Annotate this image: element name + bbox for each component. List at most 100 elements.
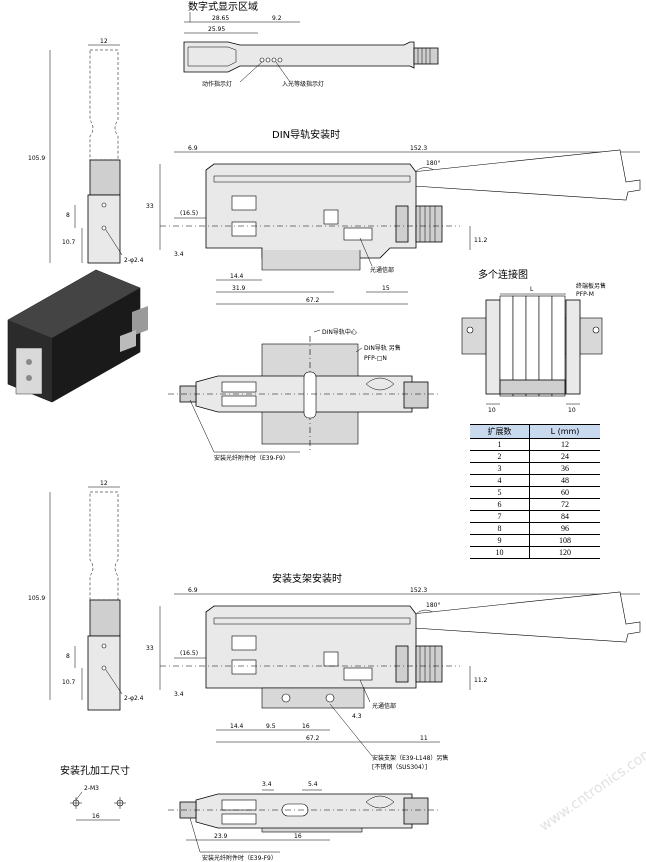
din-dim-152-3: 152.3: [410, 145, 427, 152]
label-fiber-attachment-din: 安装光纤附件时（E39-F9）: [214, 454, 289, 462]
table-header-count: 扩展数: [470, 424, 530, 439]
din-mount-front: DIN导轨安装时 6.9 152.3 180° 33 (16.5) 11.2 3…: [146, 128, 641, 305]
din-dim-11-2: 11.2: [474, 237, 488, 244]
bracket-cover-lid: [411, 591, 641, 643]
table-cell: 1: [470, 438, 530, 451]
din-fiber-connector: [415, 205, 443, 243]
dim-25-95: 25.95: [208, 26, 225, 33]
label-light-level-indicator: 入光等级指示灯: [282, 80, 324, 88]
bracket-dim-180deg: 180°: [426, 602, 440, 609]
bracket-dim-11-2: 11.2: [474, 677, 488, 684]
side2-dim-10-7: 10.7: [62, 679, 76, 686]
hole-dim-16: 16: [92, 813, 100, 820]
bracket-dim-3-4: 3.4: [174, 691, 184, 698]
table-cell: 36: [529, 462, 600, 475]
table-cell: 24: [529, 450, 600, 463]
dim-28-65: 28.65: [212, 15, 229, 22]
bracket-dim-152-3: 152.3: [410, 587, 427, 594]
table-cell: 12: [529, 438, 600, 451]
label-operation-indicator: 动作指示灯: [202, 80, 232, 88]
table-cell: 6: [470, 498, 530, 511]
watermark: www.cntronics.com: [537, 744, 646, 835]
label-pfp-n: PFP-□N: [364, 355, 387, 362]
din-bottom-view: DIN导轨中心 DIN导轨 另售 PFP-□N 安装光纤附件时（E39-F9）: [168, 328, 440, 462]
side-dim-105-9: 105.9: [28, 155, 45, 162]
top-view: 数字式显示区域 28.65 9.2 25.95 动作指示灯 入光等级指示灯: [183, 0, 439, 88]
side2-dim-12: 12: [100, 480, 108, 487]
multi-dim-10-right: 10: [568, 407, 576, 414]
din-mount-title: DIN导轨安装时: [272, 128, 340, 141]
bb-dim-5-4: 5.4: [308, 781, 318, 788]
side2-profile-dashed: [89, 491, 119, 601]
din-dim-33: 33: [146, 203, 154, 210]
bracket-fiber-connector: [415, 645, 443, 683]
table-cell: 60: [529, 486, 600, 499]
din-dim-6-9: 6.9: [188, 145, 198, 152]
hole-pattern-title: 安装孔加工尺寸: [60, 764, 130, 777]
bracket-dim-33: 33: [146, 645, 154, 652]
table-cell: 3: [470, 462, 530, 475]
bracket-dim-11: 11: [420, 735, 428, 742]
side-profile-dashed: [89, 49, 119, 161]
bracket-dim-14-4: 14.4: [230, 723, 244, 730]
din-dim-31-9: 31.9: [232, 285, 246, 292]
din-dim-14-4: 14.4: [230, 273, 244, 280]
top-view-title: 数字式显示区域: [188, 0, 258, 13]
bracket-bottom-view: 3.4 5.4 23.9 16 安装光纤附件时（E39-F9）: [168, 781, 440, 862]
label-stainless-steel: [不锈钢（SUS304）]: [372, 763, 427, 771]
table-cell: 4: [470, 474, 530, 487]
bracket-dim-67-2: 67.2: [306, 735, 320, 742]
bracket-dim-4-3: 4.3: [352, 713, 362, 720]
side-body-upper: [89, 159, 121, 196]
label-fiber-attachment-bracket: 安装光纤附件时（E39-F9）: [202, 854, 277, 862]
table-cell: 8: [470, 522, 530, 535]
label-din-rail-sold-sep: DIN导轨 另售: [364, 344, 401, 352]
label-mount-bracket-sold-sep: 安装支架（E39-L148）另售: [372, 754, 448, 762]
label-pfp-m: PFP-M: [576, 291, 594, 298]
side-dim-10-7: 10.7: [62, 239, 76, 246]
bracket-amplifier-body: [205, 605, 417, 689]
side-dim-8: 8: [66, 212, 70, 219]
amplifier-top-body: [183, 41, 415, 73]
din-dim-67-2: 67.2: [306, 297, 320, 304]
bracket-dim-16: 16: [302, 723, 310, 730]
din-dim-180deg: 180°: [426, 160, 440, 167]
din-dim-3-4: 3.4: [174, 251, 184, 258]
hole-dim-2-m3: 2-M3: [84, 785, 99, 792]
table-cell: 96: [529, 522, 600, 535]
side2-dim-105-9: 105.9: [28, 595, 45, 602]
side-dim-holes: 2-φ2.4: [124, 257, 144, 264]
table-cell: 10: [470, 546, 530, 559]
bracket-mount-title: 安装支架安装时: [272, 572, 342, 585]
bb-dim-3-4: 3.4: [262, 781, 272, 788]
bracket-dim-16-5: (16.5): [180, 650, 198, 657]
table-cell: 2: [470, 450, 530, 463]
label-end-plate: 终端板另售: [576, 282, 606, 290]
bb-dim-23-9: 23.9: [214, 833, 228, 840]
table-cell: 120: [529, 546, 600, 559]
table-cell: 9: [470, 534, 530, 547]
table-cell: 5: [470, 486, 530, 499]
din-dim-16-5: (16.5): [180, 210, 198, 217]
table-cell: 108: [529, 534, 600, 547]
mount-bracket: [261, 687, 365, 709]
multi-connect-title: 多个连接图: [478, 268, 528, 281]
table-cell: 72: [529, 498, 600, 511]
side2-dim-8: 8: [66, 653, 70, 660]
din-dim-15: 15: [382, 285, 390, 292]
din-rail-clip: [261, 250, 361, 271]
side-view-lower: 12 105.9 8 10.7 2-φ2.4: [28, 480, 144, 711]
bracket-mount-front: 安装支架安装时 6.9 152.3 180° 33 (16.5) 11.2 3.…: [146, 572, 641, 771]
table-header-length: L (mm): [529, 424, 600, 439]
bracket-dim-6-9: 6.9: [188, 587, 198, 594]
